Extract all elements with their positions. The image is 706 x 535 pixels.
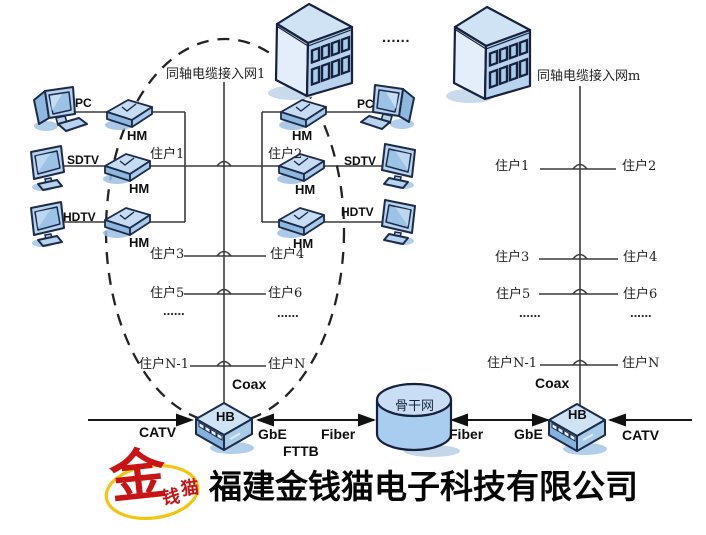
hm-modem-icon	[276, 207, 325, 239]
hb-label: HB	[568, 407, 587, 422]
arrowhead-into-hb2-left	[532, 413, 550, 427]
household-label: 住户6	[268, 286, 303, 301]
household-label: 住户N	[268, 357, 306, 372]
sdtv-icon	[381, 143, 416, 190]
coax-label: Coax	[232, 376, 267, 392]
backbone-cylinder-icon	[375, 382, 462, 459]
arrowhead-into-hb1-right	[256, 413, 274, 427]
hm-modem-icon	[102, 153, 151, 185]
household-label: 住户N-1	[139, 357, 190, 372]
hm-modem-icon	[104, 99, 153, 131]
building-icon	[444, 5, 532, 105]
catv-label: CATV	[139, 424, 177, 440]
household-label: 住户5	[496, 287, 531, 302]
networkm-title: 同轴电缆接入网m	[537, 69, 641, 84]
logo-ellipse	[104, 463, 200, 521]
logo-jin-character: 金	[106, 440, 170, 512]
hm-label: HM	[293, 236, 314, 251]
network1-boundary-ellipse	[104, 37, 346, 425]
household-label: 住户1	[150, 147, 185, 162]
hm-label: HM	[127, 128, 148, 143]
hdtv-label: HDTV	[63, 210, 96, 224]
ellipsis-vertical: ......	[630, 305, 652, 320]
ellipsis-vertical: ......	[277, 305, 299, 320]
hm-modem-icon	[278, 99, 327, 131]
bottom-arrows	[88, 413, 692, 427]
household-label: 住户5	[150, 286, 185, 301]
ellipsis-vertical: ......	[519, 305, 541, 320]
backbone-label: 骨干网	[395, 399, 435, 414]
household-label: 住户1	[495, 159, 530, 174]
sdtv-icon	[30, 145, 65, 192]
separator-dots: ......	[382, 29, 411, 46]
network1-title: 同轴电缆接入网1	[166, 67, 266, 82]
household-label: 住户6	[623, 287, 658, 302]
logo-mao-character: 猫	[179, 476, 201, 501]
household-label: 住户4	[270, 247, 305, 262]
household-label: 住户3	[495, 250, 530, 265]
arrowhead-into-backbone-right	[450, 413, 468, 427]
pc-label: PC	[75, 96, 92, 110]
arrowheads	[176, 413, 626, 427]
hm-label: HM	[129, 181, 150, 196]
catv-label: CATV	[622, 427, 660, 443]
sdtv-label: SDTV	[344, 154, 377, 168]
building-icon	[266, 2, 354, 102]
crossover-bumps	[216, 160, 588, 367]
sdtv-label: SDTV	[67, 153, 100, 167]
hdtv-icon	[381, 199, 416, 246]
hm-label: HM	[292, 128, 313, 143]
household-label: 住户2	[622, 159, 657, 174]
hm-modem-icon	[102, 207, 151, 239]
pc-label: PC	[357, 97, 374, 111]
fiber-label: Fiber	[449, 426, 484, 442]
fttb-label: FTTB	[283, 443, 319, 459]
gbe-label: GbE	[258, 426, 287, 442]
arrowhead-into-backbone-left	[358, 413, 376, 427]
hm-label: HM	[129, 235, 150, 250]
fiber-label: Fiber	[321, 426, 356, 442]
household-label: 住户4	[623, 250, 658, 265]
gbe-label: GbE	[514, 426, 543, 442]
household-label: 住户3	[150, 247, 185, 262]
hm-label: HM	[295, 182, 316, 197]
arrowhead-into-hb1-left	[176, 413, 194, 427]
hdtv-icon	[30, 201, 65, 248]
coax-label: Coax	[535, 375, 570, 391]
company-name: 福建金钱猫电子科技有限公司	[209, 468, 638, 505]
logo-qian-character: 钱	[160, 485, 182, 510]
arrowhead-into-hb2-right	[608, 413, 626, 427]
household-label: 住户2	[268, 147, 303, 162]
household-label: 住户N	[622, 356, 660, 371]
ellipsis-vertical: ......	[163, 303, 185, 318]
hb-label: HB	[216, 409, 235, 424]
household-label: 住户N-1	[487, 356, 538, 371]
hdtv-label: HDTV	[341, 205, 374, 219]
